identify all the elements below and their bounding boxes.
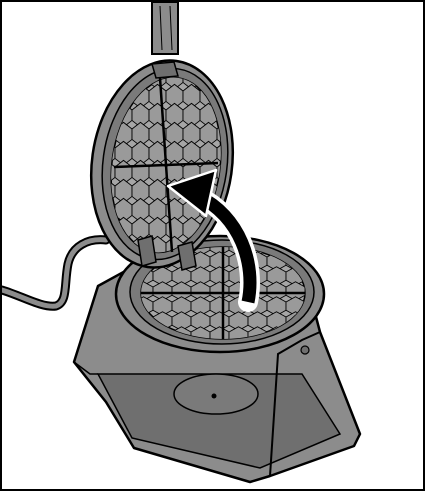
waffle-cell	[217, 65, 234, 89]
waffle-cell	[98, 255, 115, 279]
waffle-cell	[98, 65, 115, 89]
handle-icon	[152, 2, 178, 54]
waffle-cell	[305, 237, 324, 256]
